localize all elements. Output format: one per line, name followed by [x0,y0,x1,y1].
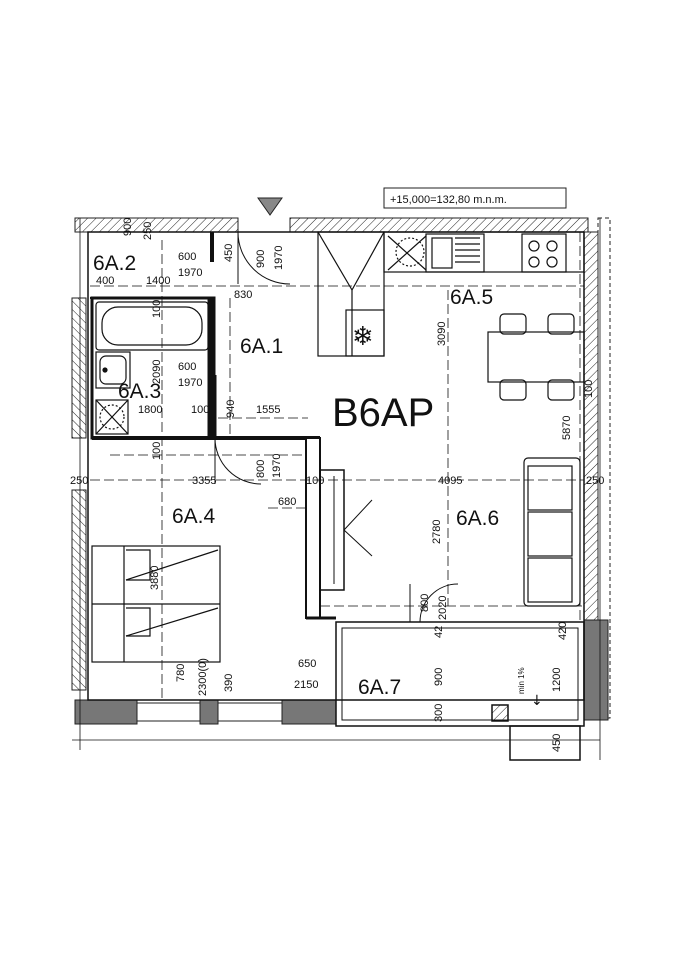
dim-2300: 2300(0) [197,658,209,696]
dim-1555: 1555 [256,404,280,416]
snowflake-icon: ❄ [352,322,374,352]
dim-800-b: 800 [419,594,431,612]
dim-390: 390 [223,674,235,692]
bathtub [95,301,209,351]
room-label-6a2: 6A.2 [93,252,136,275]
kitchen-column [317,231,385,357]
dim-1970-c: 1970 [178,377,202,389]
dim-2780: 2780 [431,520,443,544]
dim-2150: 2150 [294,679,318,691]
dim-3090: 3090 [436,322,448,346]
dim-800-a: 800 [255,460,267,478]
dim-100-a: 100 [151,300,163,318]
balcony [335,621,585,761]
washbasin [95,351,131,389]
dim-680: 680 [278,496,296,508]
dim-100-d: 100 [306,475,324,487]
dim-3355: 3355 [192,475,216,487]
dim-780: 780 [175,664,187,682]
room-label-6a4: 6A.4 [172,505,216,528]
dim-900: 900 [122,218,134,236]
dim-830: 830 [234,289,252,301]
slope-arrow-icon: ↓ [531,693,543,709]
kitchen-counter [383,231,585,273]
dimension-lines [90,232,584,700]
dim-940: 940 [225,400,237,418]
bed [91,545,221,663]
room-label-6a3: 6A.3 [118,380,161,403]
dim-1970-b: 1970 [273,246,285,270]
exterior-walls [71,217,611,725]
dim-300: 300 [433,704,445,722]
dim-250: 250 [142,222,154,240]
dim-1970-a: 1970 [178,267,202,279]
dim-450-b: 450 [551,734,563,752]
dim-1970-d: 1970 [271,454,283,478]
dim-600-b: 600 [178,361,196,373]
dim-600-a: 600 [178,251,196,263]
room-label-6a1: 6A.1 [240,335,283,358]
slope-note: min 1% [517,667,526,694]
room-label-6a5: 6A.5 [450,286,493,309]
room-label-6a6: 6A.6 [456,507,499,530]
dim-400: 400 [96,275,114,287]
extension-lines [72,218,601,760]
dim-2020: 2020 [437,596,449,620]
dim-5870: 5870 [561,416,573,440]
dim-250-b: 250 [70,475,88,487]
doors [214,231,459,623]
dim-2090: 2090 [151,360,163,384]
dim-420: 420 [557,622,569,640]
dining-table [487,313,585,401]
dim-100-e: 100 [151,442,163,460]
dim-100-c: 100 [583,380,595,398]
dim-900-b: 900 [255,250,267,268]
dim-1200: 1200 [551,668,563,692]
dim-100-b: 100 [191,404,209,416]
washing-machine [95,399,129,435]
wardrobe [333,476,373,584]
entrance-marker-icon [257,197,283,216]
dim-250-c: 250 [586,475,604,487]
dim-42: 42 [433,626,445,638]
dim-1800: 1800 [138,404,162,416]
dim-650: 650 [298,658,316,670]
unit-label: B6AP [332,391,434,435]
room-label-6a7: 6A.7 [358,676,401,699]
dim-4095: 4095 [438,475,462,487]
dim-900-c: 900 [433,668,445,686]
dim-450: 450 [223,244,235,262]
dim-1400: 1400 [146,275,170,287]
dim-3880: 3880 [149,566,161,590]
level-label: +15,000=132,80 m.n.m. [390,194,507,206]
level-header: +15,000=132,80 m.n.m. [383,187,567,209]
